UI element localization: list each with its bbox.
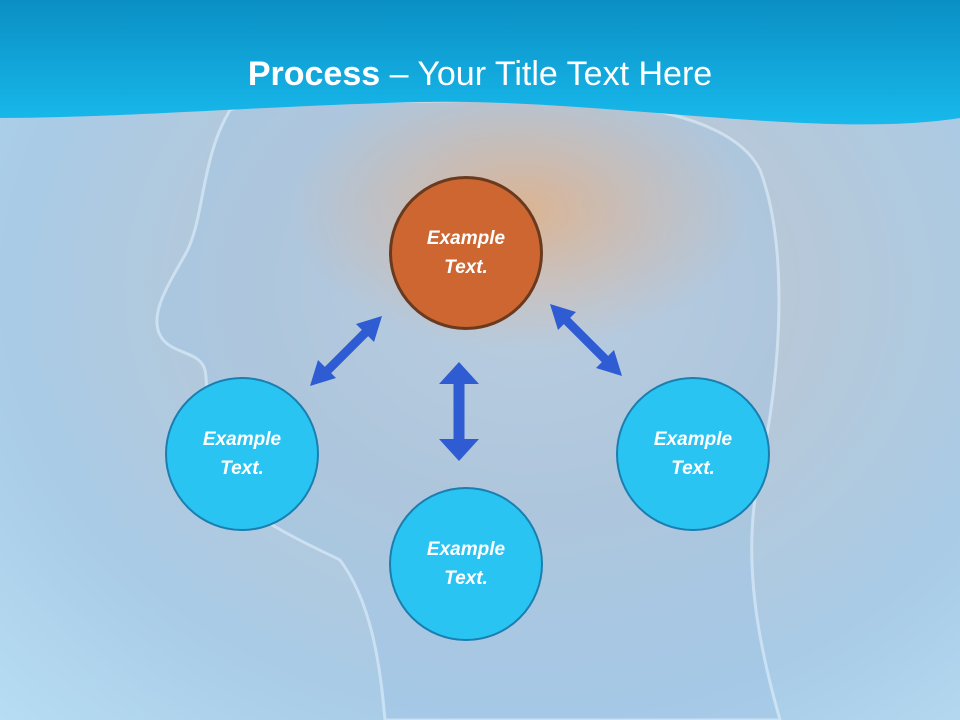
node-top-label: Example Text. <box>426 228 506 278</box>
header-band <box>0 0 960 125</box>
node-left: Example Text. <box>165 377 319 531</box>
node-bottom: Example Text. <box>389 487 543 641</box>
title-rest: – Your Title Text Here <box>380 55 713 93</box>
arrow-top-right <box>550 304 622 376</box>
slide-title: Process – Your Title Text Here <box>0 52 960 96</box>
node-left-label: Example Text. <box>202 429 282 479</box>
node-right: Example Text. <box>616 377 770 531</box>
title-bold: Process <box>247 55 381 93</box>
arrow-top-left <box>310 316 382 386</box>
node-right-label: Example Text. <box>653 429 733 479</box>
node-top: Example Text. <box>389 176 543 330</box>
arrow-vertical <box>439 362 479 461</box>
node-bottom-label: Example Text. <box>426 539 506 589</box>
